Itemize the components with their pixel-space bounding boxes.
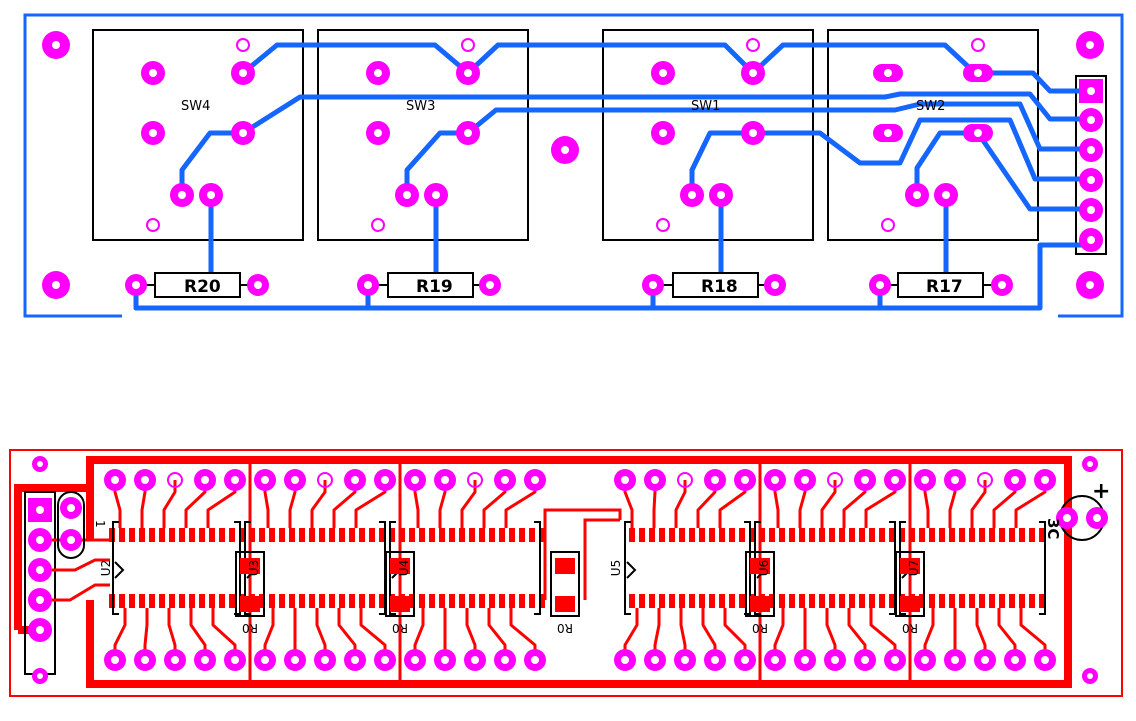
chip-label: U3 — [247, 560, 261, 576]
resistor-body-r17 — [897, 272, 984, 298]
top-resistors — [136, 272, 1002, 298]
capacitor-c3 — [1056, 495, 1108, 541]
polarity-mark: + — [1092, 479, 1110, 504]
capacitor-label: 3C — [1044, 518, 1062, 539]
bottom-through-hole-pads — [104, 469, 1056, 671]
smd-resistor-label: R0 — [242, 621, 258, 635]
resistor-label: R18 — [701, 277, 738, 297]
chip-label: U5 — [609, 560, 623, 576]
smd-resistor-label: R0 — [902, 621, 918, 635]
chip-label: U7 — [907, 560, 921, 576]
switch-outline-sw2 — [827, 29, 1039, 241]
top-traces — [133, 42, 1093, 311]
top-labels: SW4 SW3 SW1 SW2 — [181, 99, 945, 114]
switch-outline-sw3 — [317, 29, 529, 241]
smd-pad-rows — [109, 528, 1045, 608]
bottom-labels: + 3C 1 — [93, 479, 1110, 539]
switch-label: SW3 — [406, 99, 435, 114]
switch-label: SW1 — [691, 99, 720, 114]
resistor-label: R19 — [416, 277, 453, 297]
top-board-outline — [23, 13, 1124, 318]
top-board: SW4 SW3 SW1 SW2 R20 R19 R18 R17 — [23, 13, 1124, 318]
top-header-outline — [1075, 75, 1107, 255]
header-label: 1 — [93, 520, 107, 528]
smd-resistor-label: R0 — [392, 621, 408, 635]
resistor-body-r20 — [154, 272, 241, 298]
chip-label: U6 — [757, 560, 771, 576]
switch-outline-sw4 — [92, 29, 304, 241]
smd-resistors — [235, 551, 925, 617]
top-small-pads — [146, 38, 985, 232]
smd-resistor-label: R0 — [752, 621, 768, 635]
switch-label: SW2 — [916, 99, 945, 114]
chip-label: U2 — [99, 560, 113, 576]
bottom-header — [24, 491, 110, 675]
bottom-board-outline — [9, 449, 1123, 697]
bottom-mounting-pads — [32, 456, 1098, 684]
resistor-labels: R20 R19 R18 R17 — [184, 277, 963, 297]
switch-label: SW4 — [181, 99, 210, 114]
resistor-body-r19 — [387, 272, 474, 298]
top-drills — [52, 41, 1095, 289]
smd-resistor-label: R0 — [557, 621, 573, 635]
resistor-label: R17 — [926, 277, 963, 297]
chip-label: U4 — [397, 560, 411, 576]
resistor-label: R20 — [184, 277, 221, 297]
resistor-body-r18 — [672, 272, 759, 298]
